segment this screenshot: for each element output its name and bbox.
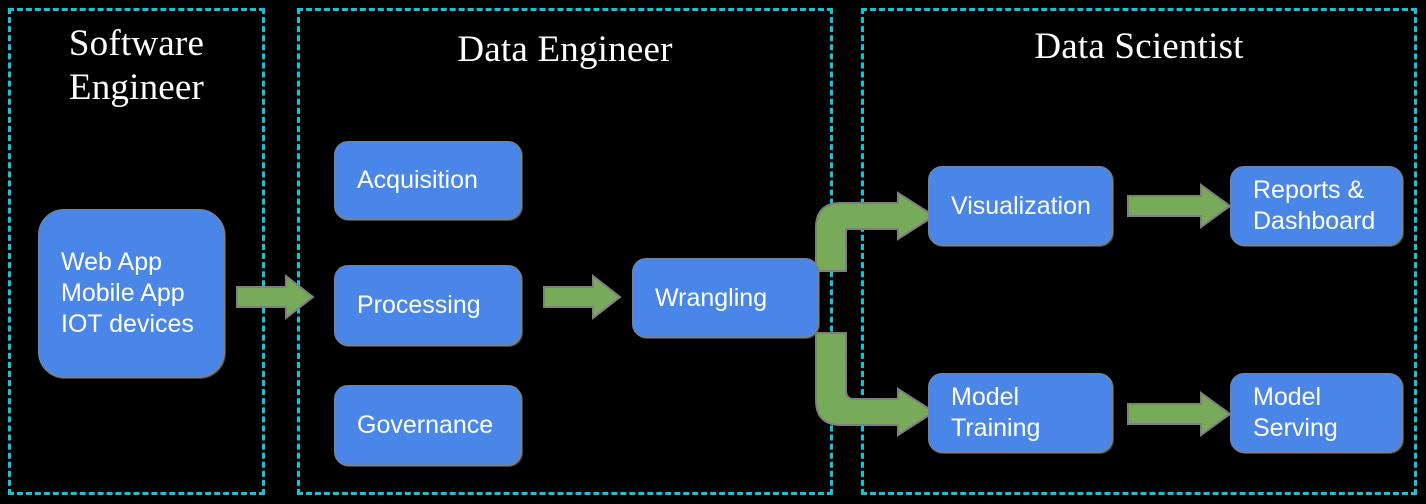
panel-title-data-engineer: Data Engineer [457,29,673,70]
node-wrangling[interactable]: Wrangling [632,258,819,338]
node-sources-label: Web App Mobile App IOT devices [61,248,194,338]
node-model-serving[interactable]: Model Serving [1230,373,1403,453]
panel-title-software-engineer: Software Engineer [68,23,205,108]
connector-sources-to-processing [236,273,315,321]
node-processing-label: Processing [357,291,481,319]
node-governance[interactable]: Governance [334,385,522,466]
node-acquisition-label: Acquisition [357,166,478,194]
node-model-training[interactable]: Model Training [928,373,1113,453]
node-model-serving-label: Model Serving [1253,383,1338,442]
node-visualization-label: Visualization [951,191,1091,220]
node-reports-dashboard[interactable]: Reports & Dashboard [1230,166,1403,246]
node-sources[interactable]: Web App Mobile App IOT devices [38,209,225,378]
panel-software-engineer [8,8,265,495]
node-visualization[interactable]: Visualization [928,166,1113,246]
panel-title-data-scientist: Data Scientist [1034,26,1244,67]
connector-wrangling-to-visualization [815,191,936,272]
node-reports-dashboard-label: Reports & Dashboard [1253,176,1376,235]
connector-processing-to-wrangling [543,273,622,321]
connector-visualization-to-reports [1127,183,1232,229]
node-acquisition[interactable]: Acquisition [334,141,522,220]
panel-data-scientist [861,8,1417,495]
connector-wrangling-to-model-training [815,332,936,437]
connector-model-training-to-model-serving [1127,391,1232,437]
node-governance-label: Governance [357,411,494,439]
node-model-training-label: Model Training [951,383,1041,442]
node-wrangling-label: Wrangling [655,283,768,312]
node-processing[interactable]: Processing [334,265,522,346]
